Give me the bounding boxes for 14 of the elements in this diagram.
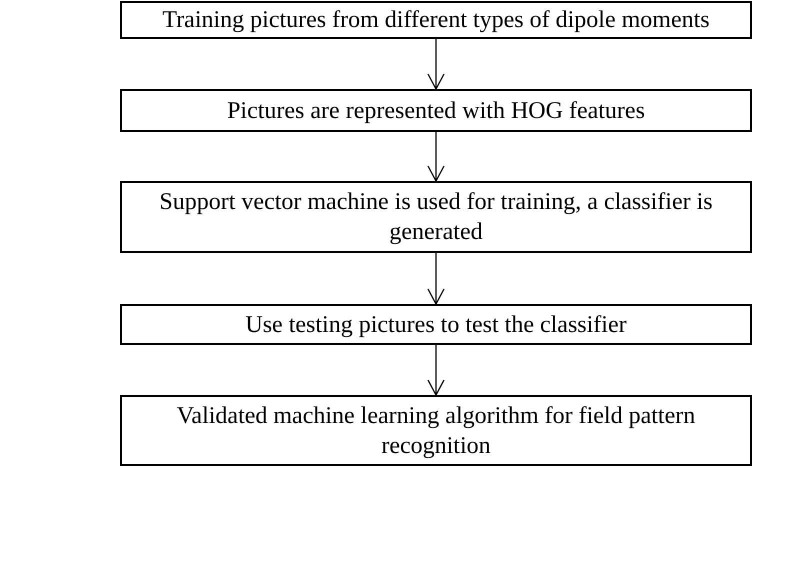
arrow bbox=[427, 345, 445, 396]
process-box bbox=[120, 181, 752, 253]
process-box bbox=[120, 304, 752, 345]
step-text: Validated machine learning algorithm for field pattern recognition bbox=[176, 402, 696, 460]
step-text: Use testing pictures to test the classifier bbox=[245, 310, 627, 340]
step-text: Pictures are represented with HOG features bbox=[227, 96, 645, 126]
process-box bbox=[120, 395, 752, 466]
arrow bbox=[427, 39, 445, 90]
arrow bbox=[427, 253, 445, 305]
process-box bbox=[120, 89, 752, 132]
arrow bbox=[427, 132, 445, 182]
step-text: Training pictures from different types of dipole moments bbox=[162, 6, 710, 35]
step-text: Support vector machine is used for training, a classifier is generated bbox=[158, 188, 714, 247]
process-box bbox=[120, 1, 752, 39]
